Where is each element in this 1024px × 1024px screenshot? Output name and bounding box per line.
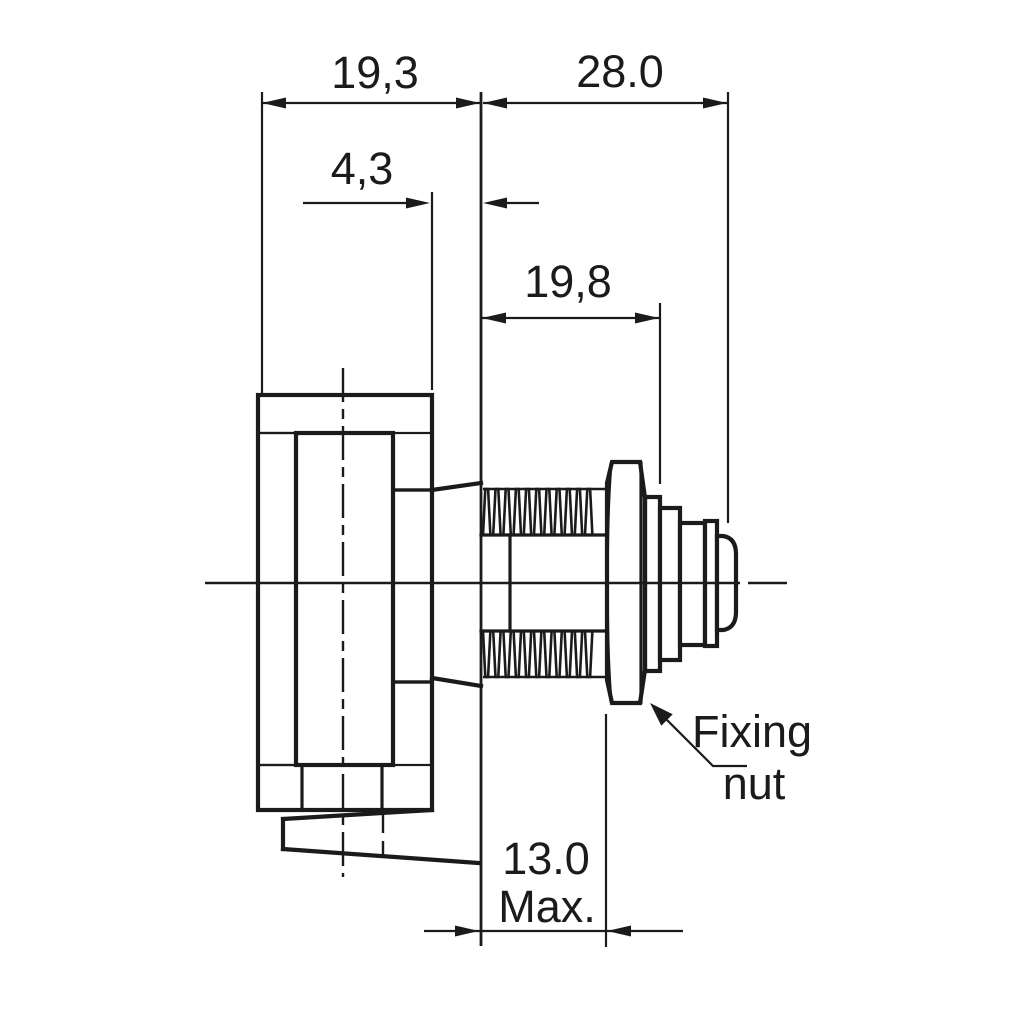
cam-lever <box>280 807 481 866</box>
dimension-19-8: 19,8 <box>482 256 662 484</box>
barrel-boss-bottom-taper <box>429 675 484 689</box>
dim-label-28-0: 28.0 <box>576 46 664 97</box>
cam-top-edge <box>280 807 435 822</box>
leader-arrowhead <box>650 703 673 726</box>
leader-line <box>660 713 747 768</box>
dimension-28-0: 28.0 <box>483 46 730 523</box>
dim-label-max: Max. <box>498 881 596 932</box>
arrowhead-left <box>455 925 479 937</box>
barrel-boss-top-taper <box>429 480 484 493</box>
thread-teeth-top <box>481 487 596 537</box>
thread-teeth-bottom <box>481 629 596 679</box>
centerlines <box>205 368 787 877</box>
body-background <box>258 395 432 810</box>
arrowhead-left <box>482 312 506 324</box>
dimension-4-3: 4,3 <box>303 143 539 390</box>
dimension-19-3: 19,3 <box>260 47 480 393</box>
dimension-13-0-max: 13.0 Max. <box>424 714 683 947</box>
arrowhead-left <box>406 197 430 209</box>
cam-bottom-edge <box>280 846 481 866</box>
dim-label-4-3: 4,3 <box>331 143 394 194</box>
threaded-barrel <box>429 480 609 689</box>
dim-label-19-8: 19,8 <box>524 256 612 307</box>
body-outline <box>255 392 435 813</box>
lock-body-section <box>255 392 435 813</box>
fixing-nut-callout: Fixing nut <box>650 703 812 809</box>
arrowhead-right <box>703 97 727 109</box>
dim-label-13-0: 13.0 <box>502 833 590 884</box>
arrowhead-left <box>262 97 286 109</box>
fixing-nut-label-line2: nut <box>723 758 786 809</box>
arrowhead-right <box>483 197 507 209</box>
arrowhead-left <box>483 97 507 109</box>
arrowhead-right <box>607 925 631 937</box>
body-cavity-outline <box>293 430 396 768</box>
dim-label-19-3: 19,3 <box>331 47 419 98</box>
fixing-nut-label-line1: Fixing <box>692 706 812 757</box>
arrowhead-right <box>456 97 480 109</box>
arrowhead-right <box>635 312 659 324</box>
